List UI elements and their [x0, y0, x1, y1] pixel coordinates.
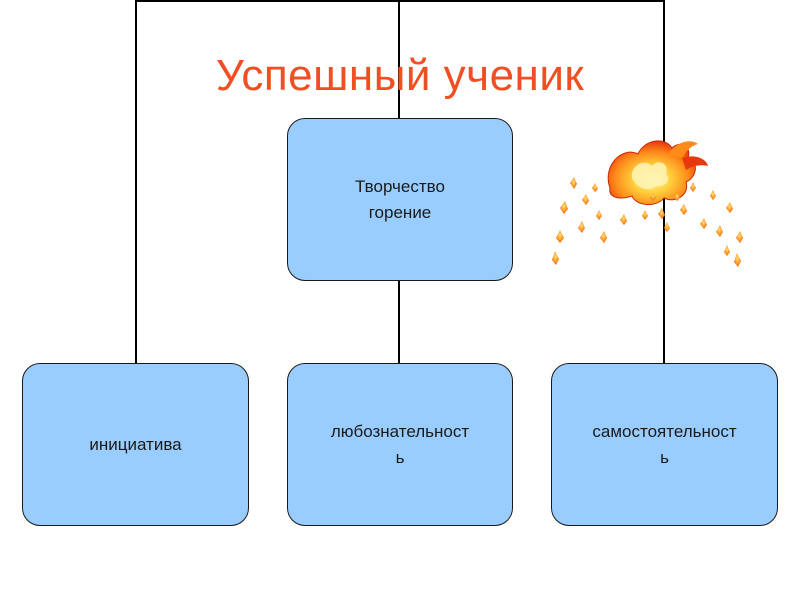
- node-independence-line1: самостоятельност: [592, 421, 737, 441]
- node-creativity-line1: Творчество: [355, 176, 445, 196]
- node-curiosity-line2: ь: [395, 447, 405, 467]
- node-creativity-text: Творчество горение: [355, 174, 445, 226]
- node-initiative: инициатива: [22, 363, 249, 526]
- node-curiosity-text: любознательност ь: [331, 419, 469, 471]
- node-curiosity-line1: любознательност: [330, 421, 470, 441]
- flame-core-icon: [607, 140, 708, 205]
- connector-center-upper: [398, 0, 400, 118]
- node-independence: самостоятельност ь: [551, 363, 778, 526]
- connector-top-horizontal: [135, 0, 665, 2]
- node-independence-text: самостоятельност ь: [592, 419, 736, 471]
- node-curiosity: любознательност ь: [287, 363, 513, 526]
- node-creativity-line2: горение: [368, 202, 432, 222]
- node-creativity: Творчество горение: [287, 118, 513, 281]
- spark-icons: [552, 177, 743, 267]
- slide-title: Успешный ученик: [215, 51, 585, 100]
- fire-icon: [552, 140, 743, 267]
- connector-center-lower: [398, 281, 400, 363]
- connector-left-vertical: [135, 0, 137, 363]
- node-independence-line2: ь: [660, 447, 669, 467]
- node-initiative-label: инициатива: [89, 434, 182, 454]
